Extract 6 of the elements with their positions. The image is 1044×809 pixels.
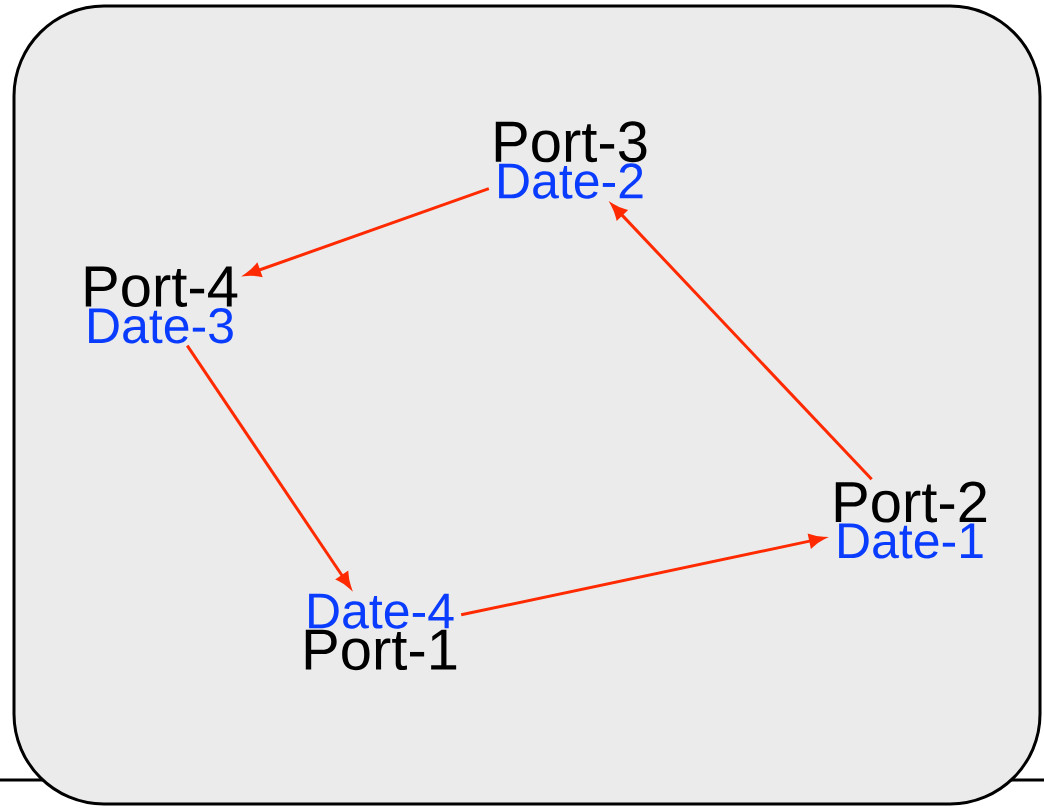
arrow bbox=[611, 203, 873, 481]
port-label: Port-4 Date-3 bbox=[85, 266, 238, 344]
port-label: Port-3 Date-2 bbox=[495, 121, 647, 199]
port-label: Port-2 Date-1 bbox=[835, 481, 987, 559]
arrow bbox=[186, 344, 352, 589]
port-label: Date-4 Port-1 bbox=[305, 593, 457, 671]
